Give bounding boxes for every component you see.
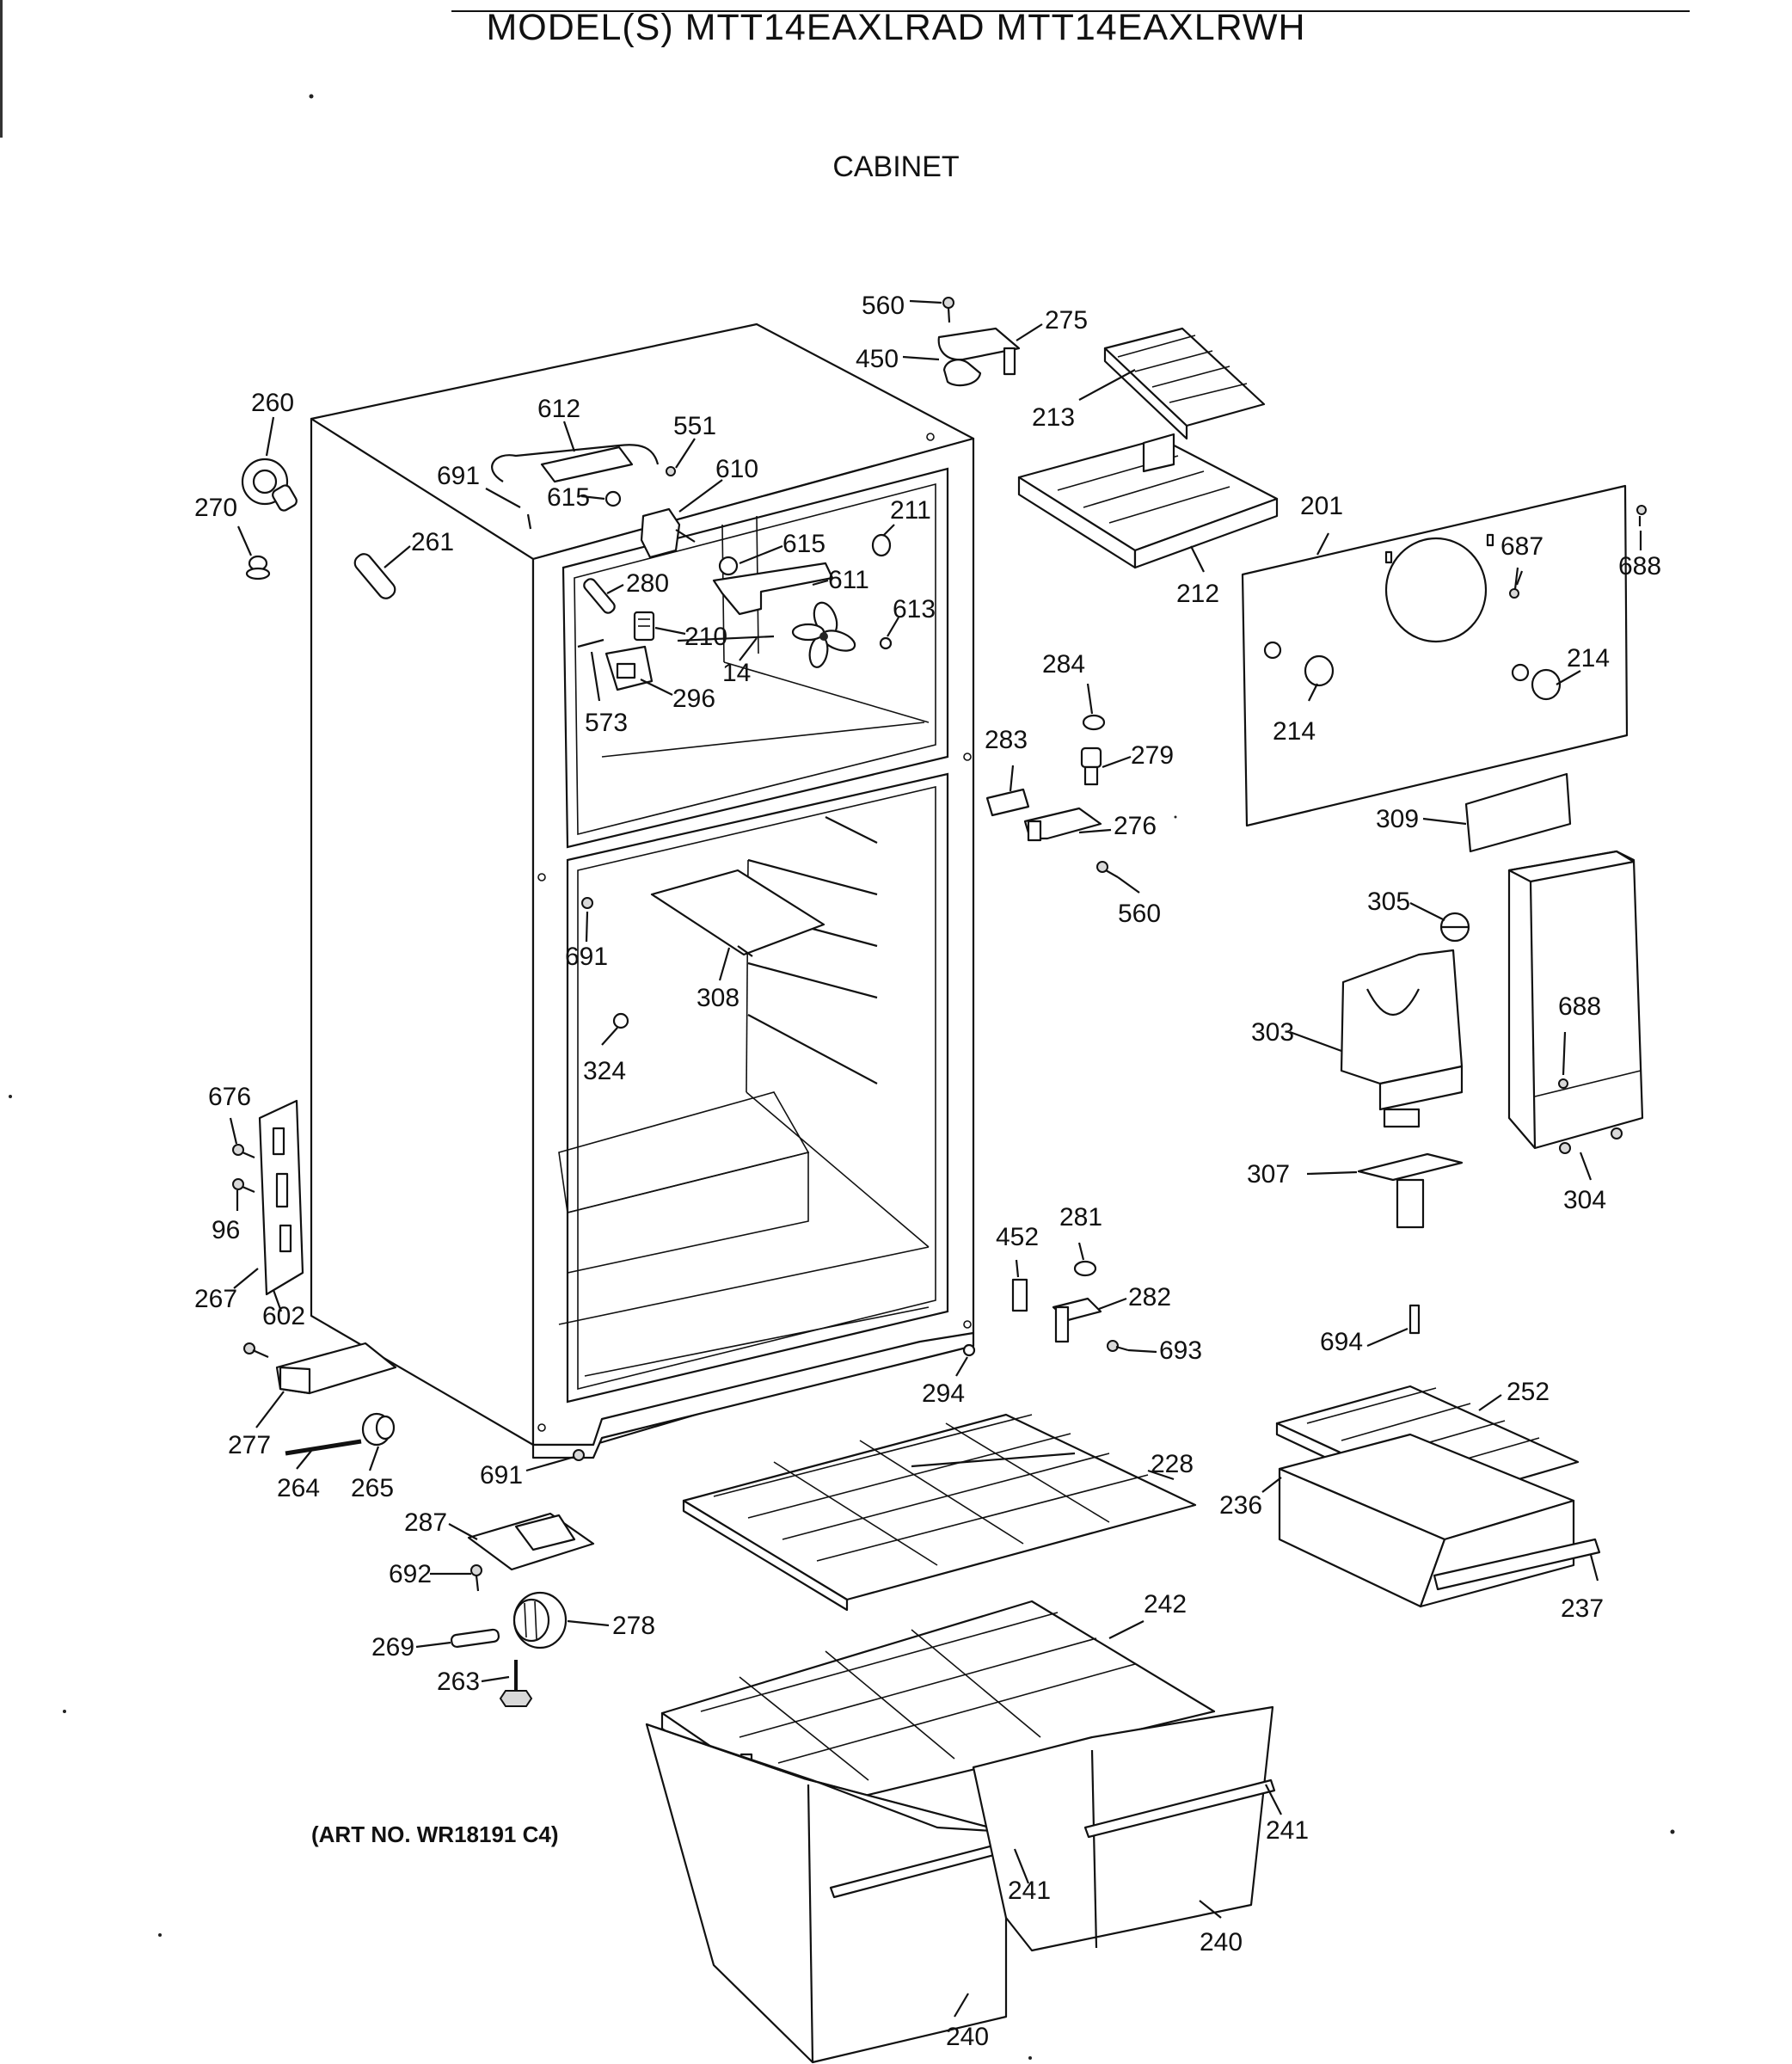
part-label: 278 (612, 1612, 655, 1640)
part-label: 573 (585, 709, 628, 737)
part-label: 277 (228, 1431, 271, 1459)
part-label: 213 (1032, 403, 1075, 432)
part-label: 269 (371, 1633, 414, 1662)
part-label: 615 (547, 483, 590, 512)
part-label: 211 (890, 496, 931, 525)
part-label: 201 (1300, 492, 1343, 520)
fan-blade (791, 601, 856, 668)
part-label: 287 (404, 1508, 447, 1537)
part-label: 283 (985, 726, 1028, 754)
part-label: 551 (673, 412, 716, 440)
part-label: 210 (684, 623, 727, 651)
part-label: 452 (996, 1223, 1039, 1251)
part-label: 280 (626, 569, 669, 598)
art-number: (ART NO. WR18191 C4) (311, 1821, 559, 1847)
section-title: CABINET (832, 150, 960, 183)
part-label: 241 (1008, 1877, 1051, 1905)
part-label: 282 (1128, 1283, 1171, 1312)
part-label: 615 (782, 530, 825, 558)
part-label: 692 (389, 1560, 432, 1588)
shelves-and-drawers (645, 1385, 1601, 2064)
part-label: 303 (1251, 1018, 1294, 1047)
part-label: 612 (537, 395, 580, 423)
left-parts (232, 458, 595, 1707)
part-label: 267 (194, 1285, 237, 1313)
part-label: 304 (1563, 1186, 1606, 1214)
part-label: 14 (722, 659, 751, 687)
model-title: MODEL(S) MTT14EAXLRAD MTT14EAXLRWH (486, 7, 1306, 48)
part-label: 691 (480, 1461, 523, 1490)
part-label: 270 (194, 494, 237, 522)
part-label: 260 (251, 389, 294, 417)
part-label: 305 (1367, 888, 1410, 916)
part-label: 264 (277, 1474, 320, 1502)
part-label: 263 (437, 1668, 480, 1696)
part-label: 676 (208, 1083, 251, 1111)
part-label: 688 (1558, 992, 1601, 1021)
part-label: 237 (1561, 1594, 1604, 1623)
leader-lines (229, 299, 1642, 2018)
part-label: 560 (862, 292, 905, 320)
part-label: 687 (1500, 532, 1543, 561)
part-label: 307 (1247, 1160, 1290, 1189)
scan-specks (9, 94, 1675, 2060)
part-label: 693 (1159, 1336, 1202, 1365)
part-label: 236 (1219, 1491, 1262, 1520)
part-label: 252 (1507, 1378, 1550, 1406)
freezer-components (491, 444, 893, 691)
part-label: 265 (351, 1474, 394, 1502)
part-label: 611 (828, 566, 869, 594)
part-label: 275 (1045, 306, 1088, 335)
part-labels: 560 275 450 213 260 612 551 610 691 615 … (194, 292, 1661, 2051)
part-label: 96 (212, 1216, 240, 1244)
part-label: 240 (946, 2023, 989, 2051)
part-label: 450 (856, 345, 899, 373)
part-label: 240 (1200, 1928, 1243, 1956)
part-label: 212 (1176, 580, 1219, 608)
part-label: 242 (1144, 1590, 1187, 1619)
page-edge (0, 0, 3, 138)
part-label: 261 (411, 528, 454, 556)
part-label: 308 (697, 984, 740, 1012)
part-label: 694 (1320, 1328, 1363, 1356)
part-label: 691 (437, 462, 480, 490)
right-upper-parts (581, 297, 1647, 1029)
part-label: 284 (1042, 650, 1085, 679)
part-label: 214 (1273, 717, 1316, 746)
part-label: 228 (1151, 1450, 1194, 1478)
part-label: 324 (583, 1057, 626, 1085)
part-label: 241 (1266, 1816, 1309, 1845)
part-label: 691 (565, 943, 608, 971)
part-label: 296 (672, 685, 715, 713)
part-label: 214 (1567, 644, 1610, 673)
dispenser-parts (1340, 850, 1644, 1229)
cabinet-body (310, 322, 975, 1459)
part-label: 281 (1059, 1203, 1102, 1232)
part-label: 279 (1131, 741, 1174, 770)
header-rule (451, 10, 1690, 12)
part-label: 560 (1118, 900, 1161, 928)
part-label: 688 (1618, 552, 1661, 580)
part-label: 294 (922, 1379, 965, 1408)
part-label: 276 (1114, 812, 1157, 840)
part-label: 309 (1376, 805, 1419, 833)
bottom-hardware (962, 1260, 1421, 1357)
part-label: 602 (262, 1302, 305, 1330)
part-label: 610 (715, 455, 758, 483)
part-label: 613 (893, 595, 936, 624)
